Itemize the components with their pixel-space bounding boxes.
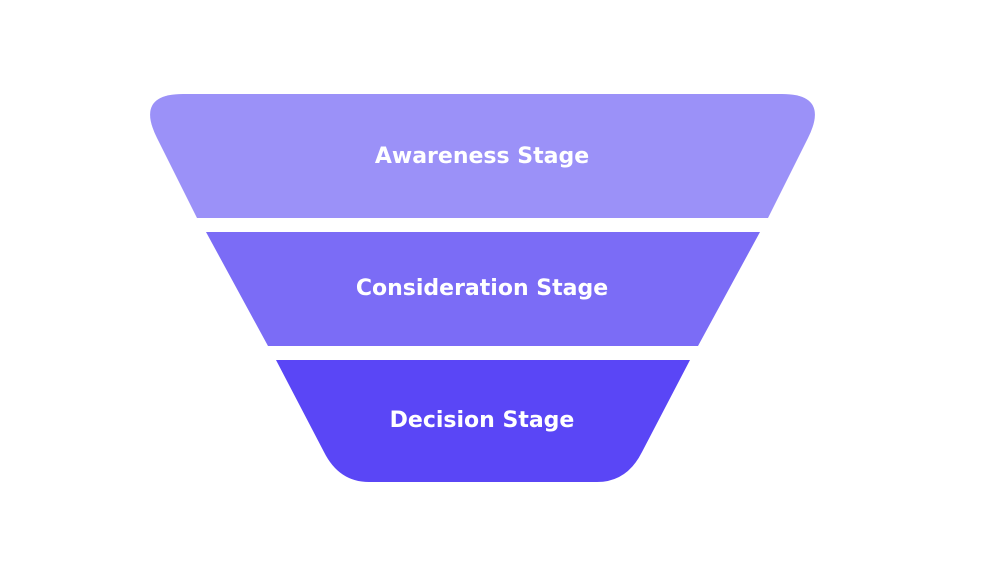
funnel-stage-awareness	[150, 94, 815, 218]
funnel-stage-decision	[276, 360, 690, 482]
funnel-stage-consideration	[206, 232, 760, 346]
funnel-stage-decision-label: Decision Stage	[390, 408, 575, 433]
funnel-stage-awareness-label: Awareness Stage	[375, 144, 589, 169]
funnel-stage-consideration-label: Consideration Stage	[356, 276, 608, 301]
